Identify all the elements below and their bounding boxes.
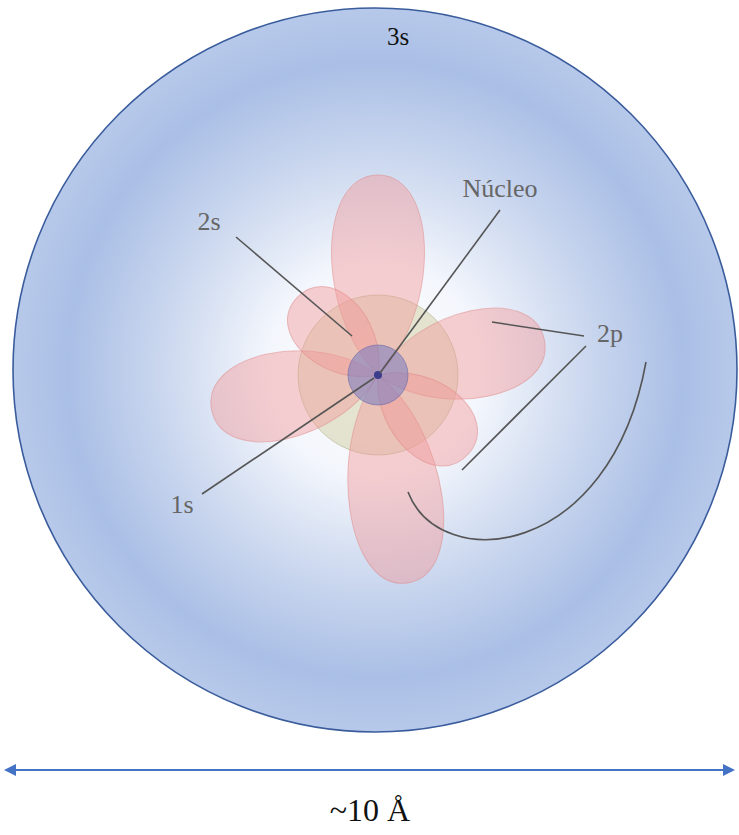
bracket-curve (408, 362, 646, 540)
dimension-label: ~10 Å (330, 792, 410, 829)
nucleus-label: Núcleo (462, 174, 537, 204)
leader-line (492, 322, 584, 336)
dimension-arrow (4, 764, 735, 776)
orbital-2p (203, 175, 554, 589)
orbital-label: 1s (170, 490, 193, 520)
orbital-1s (348, 345, 408, 405)
leader-line (380, 210, 500, 373)
orbital-label: 3s (387, 23, 409, 52)
leader-line (462, 346, 586, 470)
orbital-label: 2p (597, 319, 623, 349)
leader-line (236, 237, 352, 336)
leader-line (202, 378, 374, 494)
orbital-3s-sphere: 3s (12, 7, 738, 733)
orbital-label: 2s (197, 207, 220, 237)
